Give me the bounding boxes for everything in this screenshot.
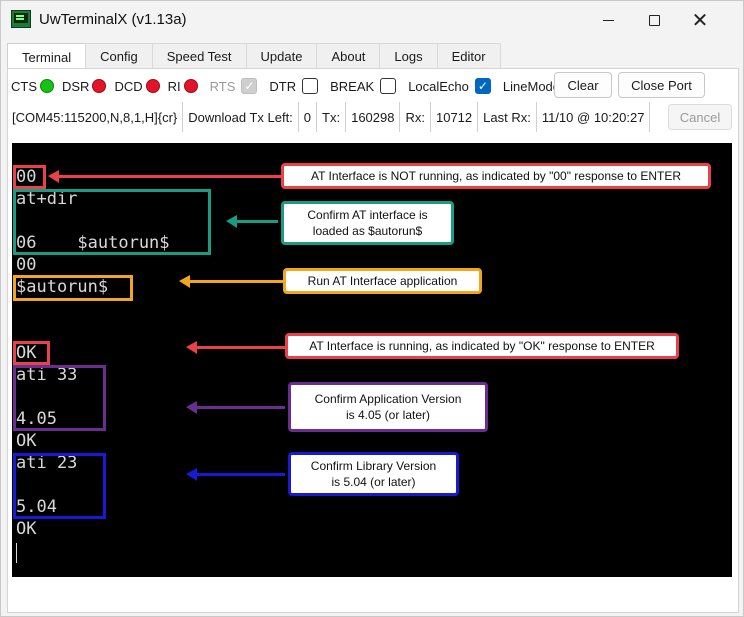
note-line: is 4.05 (or later) — [345, 408, 431, 422]
dsr-label: DSR — [62, 78, 90, 94]
highlight-autorun-command — [13, 275, 133, 301]
terminal-line: OK — [16, 343, 37, 363]
tab-terminal[interactable]: Terminal — [7, 43, 87, 70]
tab-editor[interactable]: Editor — [436, 43, 501, 69]
terminal-line: ati 33 — [16, 365, 78, 385]
tab-config[interactable]: Config — [85, 43, 153, 69]
terminal-line: at+dir — [16, 189, 78, 209]
terminal-output[interactable]: 00 at+dir 06 $autorun$ 00 $autorun$ OK a… — [12, 143, 732, 577]
cts-label: CTS — [11, 78, 37, 94]
note-app-version: Confirm Application Version is 4.05 (or … — [288, 382, 488, 432]
note-line: loaded as $autorun$ — [312, 224, 423, 238]
arrow-left-icon — [186, 401, 285, 414]
window-title: UwTerminalX (v1.13a) — [39, 11, 187, 28]
rts-label: RTS — [209, 78, 236, 94]
note-lib-version: Confirm Library Version is 5.04 (or late… — [288, 452, 459, 496]
dcd-led-icon — [145, 79, 160, 93]
tx-value: 160298 — [346, 102, 401, 132]
title-bar: UwTerminalX (v1.13a) ✕ — [1, 1, 743, 39]
dsr-indicator: DSR — [62, 78, 107, 94]
note-line: Confirm AT interface is — [307, 208, 428, 222]
terminal-line: $autorun$ — [16, 277, 109, 297]
terminal-line: 00 — [16, 167, 37, 187]
localecho-checkbox[interactable]: LocalEcho ✓ — [408, 78, 491, 94]
note-not-running: AT Interface is NOT running, as indicate… — [281, 163, 711, 189]
terminal-line: OK — [16, 431, 37, 451]
arrow-left-icon — [186, 341, 285, 354]
close-port-button[interactable]: Close Port — [618, 72, 705, 98]
highlight-app-version — [13, 365, 106, 431]
terminal-line: OK — [16, 519, 37, 539]
tab-about[interactable]: About — [316, 43, 381, 69]
port-settings: [COM45:115200,N,8,1,H]{cr} — [7, 102, 184, 132]
last-rx-value: 11/10 @ 10:20:27 — [537, 102, 651, 132]
localecho-label: LocalEcho — [408, 78, 469, 94]
terminal-app-icon — [11, 10, 31, 28]
highlight-00-response — [13, 165, 46, 189]
ri-indicator: RI — [168, 79, 198, 94]
download-tx-left-label: Download Tx Left: — [183, 102, 299, 132]
break-label: BREAK — [330, 78, 375, 94]
maximize-icon — [648, 14, 660, 26]
tab-speed-test[interactable]: Speed Test — [151, 43, 247, 69]
tx-label: Tx: — [317, 102, 347, 132]
terminal-line: 00 — [16, 255, 37, 275]
arrow-left-icon — [48, 170, 283, 183]
terminal-line: 4.05 — [16, 409, 57, 429]
terminal-line: ati 23 — [16, 453, 78, 473]
dtr-check-box[interactable] — [302, 78, 319, 94]
minimize-icon — [602, 19, 614, 21]
terminal-line: 06 $autorun$ — [16, 233, 170, 253]
terminal-line: 5.04 — [16, 497, 57, 517]
note-run-application: Run AT Interface application — [283, 268, 482, 294]
rts-checkbox: RTS ✓ — [210, 78, 258, 94]
dcd-indicator: DCD — [114, 78, 160, 94]
arrow-left-icon — [179, 275, 283, 288]
ri-led-icon — [183, 79, 198, 93]
minimize-button[interactable] — [585, 1, 631, 39]
dcd-label: DCD — [114, 78, 143, 94]
dtr-label: DTR — [269, 78, 297, 94]
dsr-led-icon — [92, 79, 107, 93]
clear-button[interactable]: Clear — [554, 72, 612, 98]
localecho-check-icon[interactable]: ✓ — [474, 78, 491, 94]
note-running: AT Interface is running, as indicated by… — [285, 333, 679, 359]
break-check-box[interactable] — [380, 78, 397, 94]
linemode-label: LineMode — [502, 78, 561, 94]
cts-led-icon — [40, 79, 54, 93]
highlight-lib-version — [13, 453, 106, 519]
tab-update[interactable]: Update — [245, 43, 318, 69]
tab-bar: Terminal Config Speed Test Update About … — [7, 43, 501, 70]
download-tx-left-value: 0 — [299, 102, 318, 132]
cts-indicator: CTS — [11, 79, 54, 94]
arrow-left-icon — [186, 468, 285, 481]
arrow-left-icon — [226, 215, 278, 228]
tab-logs[interactable]: Logs — [379, 43, 438, 69]
last-rx-label: Last Rx: — [478, 102, 537, 132]
cancel-button[interactable]: Cancel — [668, 104, 732, 130]
note-confirm-loaded: Confirm AT interface is loaded as $autor… — [281, 201, 454, 245]
close-icon: ✕ — [691, 8, 709, 32]
rx-label: Rx: — [400, 102, 431, 132]
signal-status-row: CTS DSR DCD RI RTS ✓ DTR BREAK LocalEcho — [11, 74, 590, 98]
maximize-button[interactable] — [631, 1, 677, 39]
text-cursor — [16, 543, 17, 563]
note-line: is 5.04 (or later) — [331, 475, 416, 489]
break-checkbox[interactable]: BREAK — [330, 78, 397, 94]
dtr-checkbox[interactable]: DTR — [269, 78, 319, 94]
highlight-dir-listing — [13, 189, 211, 255]
note-line: Confirm Library Version — [310, 459, 437, 473]
note-line: Confirm Application Version — [314, 392, 462, 406]
rx-value: 10712 — [431, 102, 479, 132]
highlight-ok-response — [13, 341, 50, 365]
close-button[interactable]: ✕ — [677, 1, 723, 39]
ri-label: RI — [167, 78, 181, 94]
rts-check-icon: ✓ — [241, 78, 258, 94]
connection-info-row: [COM45:115200,N,8,1,H]{cr} Download Tx L… — [7, 102, 651, 132]
